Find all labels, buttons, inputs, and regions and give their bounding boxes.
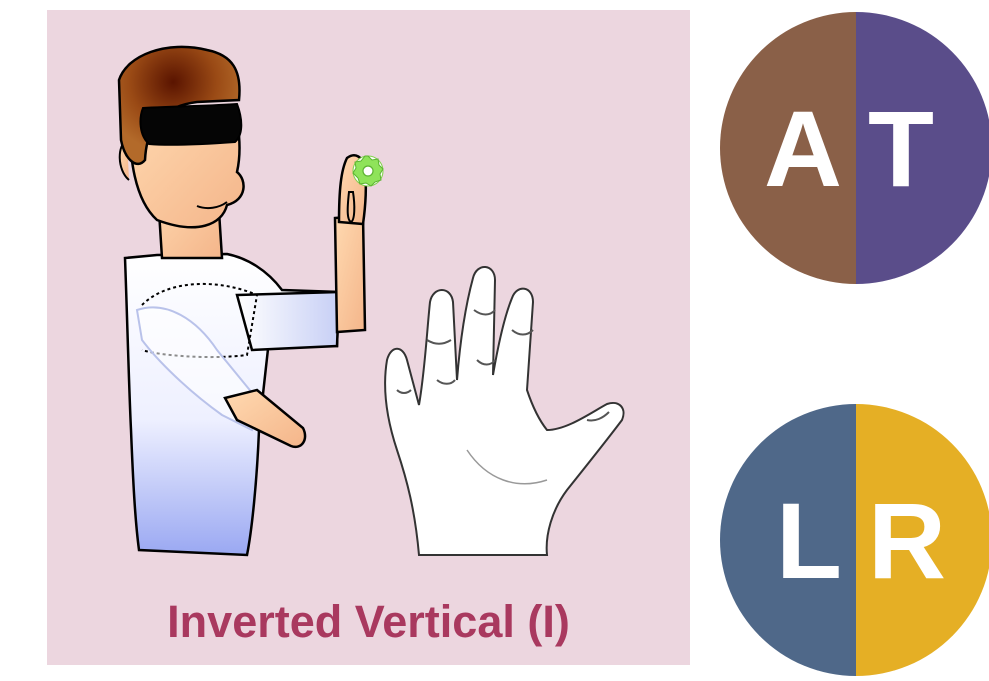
badge-a-t: A T: [720, 12, 989, 284]
condition-caption: Inverted Vertical (I): [167, 596, 570, 647]
badge-letter-a: A: [764, 87, 842, 209]
badge-l-r-right-half: [856, 404, 989, 676]
illustration-panel: Inverted Vertical (I): [47, 10, 690, 665]
badge-l-r: L R: [720, 404, 989, 676]
badge-letter-r: R: [868, 479, 946, 601]
lowered-hand: [223, 388, 307, 449]
shoulder-outline: [141, 282, 259, 359]
fingernail: [346, 191, 356, 224]
sketched-hand: [384, 266, 625, 556]
mouth: [196, 201, 228, 210]
illustration: [117, 45, 625, 557]
badge-a-t-right-half: [856, 12, 989, 284]
badge-l-r-left-half: [720, 404, 856, 676]
sensor-icon: [352, 155, 384, 187]
raised-arm-sleeve: [235, 290, 341, 352]
badge-letter-t: T: [868, 87, 934, 209]
raised-forearm: [333, 214, 367, 334]
badge-letter-l: L: [776, 479, 842, 601]
blindfolded-person: [117, 45, 368, 557]
blindfold: [139, 102, 243, 146]
badge-a-t-left-half: [720, 12, 856, 284]
